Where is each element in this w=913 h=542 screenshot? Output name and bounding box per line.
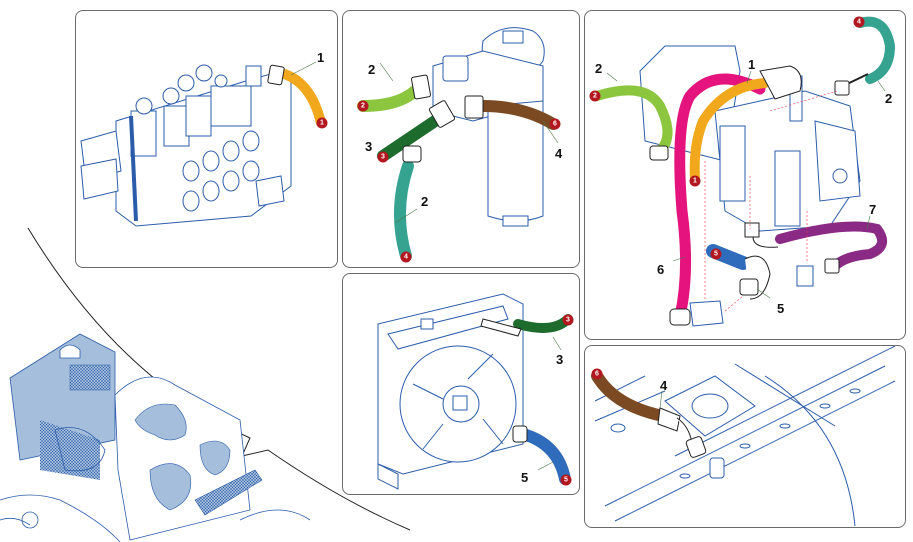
hose-end-badge: 1 bbox=[689, 175, 701, 187]
svg-text:3: 3 bbox=[566, 317, 570, 324]
hose-end-badge: 4 bbox=[400, 251, 412, 263]
hose-end-badge: 3 bbox=[377, 151, 389, 163]
callout-label: 4 bbox=[660, 378, 668, 393]
zoom-curve bbox=[27, 227, 411, 531]
svg-text:4: 4 bbox=[404, 254, 408, 261]
control-valve-illustration bbox=[80, 64, 292, 227]
svg-text:5: 5 bbox=[714, 251, 718, 258]
hose-4 bbox=[477, 100, 559, 130]
hose-end-badge: 3 bbox=[562, 314, 574, 326]
callout-label: 5 bbox=[521, 470, 528, 485]
hose-2-right bbox=[855, 16, 896, 84]
hose-3 bbox=[513, 314, 573, 333]
callout-label: 2 bbox=[595, 61, 602, 76]
hose-7 bbox=[775, 221, 888, 271]
panel-filter: 2 3 4 2 2 3 6 4 bbox=[342, 10, 580, 268]
svg-text:4: 4 bbox=[857, 19, 861, 26]
callout-label: 2 bbox=[368, 62, 375, 77]
callout-label: 2 bbox=[885, 91, 892, 106]
callout-label: 4 bbox=[555, 146, 563, 161]
hose-1 bbox=[689, 78, 770, 184]
hose-2-lower bbox=[394, 160, 414, 262]
panel-tank-port: 4 6 bbox=[584, 345, 906, 528]
hose-end-badge: 5 bbox=[560, 474, 572, 486]
svg-text:6: 6 bbox=[553, 121, 557, 128]
callout-label: 3 bbox=[365, 139, 372, 154]
hose-end-badge: 2 bbox=[357, 100, 369, 112]
hose-5 bbox=[517, 428, 571, 485]
hose-1 bbox=[276, 68, 326, 128]
callout-label: 7 bbox=[869, 202, 876, 217]
hose-end-badge: 6 bbox=[549, 118, 561, 130]
machine-illustration bbox=[0, 333, 311, 542]
hose-end-badge: 2 bbox=[589, 90, 601, 102]
callout-label: 3 bbox=[556, 352, 563, 367]
tank-port-illustration bbox=[594, 346, 896, 527]
filter-illustration bbox=[432, 27, 545, 227]
callout-label: 2 bbox=[421, 194, 428, 209]
hose-4 bbox=[591, 370, 669, 422]
callout-label: 1 bbox=[748, 57, 755, 72]
svg-text:2: 2 bbox=[361, 103, 365, 110]
callout-label: 1 bbox=[317, 50, 324, 65]
svg-text:1: 1 bbox=[693, 178, 697, 185]
callout-label: 6 bbox=[657, 262, 664, 277]
panel-oil-cooler: 3 5 3 5 bbox=[342, 273, 580, 495]
svg-text:1: 1 bbox=[320, 120, 324, 127]
svg-text:5: 5 bbox=[564, 477, 568, 484]
svg-text:6: 6 bbox=[595, 371, 599, 378]
oil-cooler-illustration bbox=[377, 293, 524, 490]
hose-end-badge: 6 bbox=[591, 368, 603, 380]
svg-text:2: 2 bbox=[593, 93, 597, 100]
hose-6 bbox=[674, 73, 766, 322]
svg-text:3: 3 bbox=[381, 154, 385, 161]
hose-end-badge: 4 bbox=[853, 16, 865, 28]
hose-end-badge: 5 bbox=[710, 248, 722, 260]
hose-2-upper bbox=[357, 85, 421, 112]
panel-control-valve: 1 1 bbox=[75, 10, 338, 268]
panel-valve-assembly: 2 1 2 7 6 5 4 2 1 5 bbox=[584, 10, 906, 340]
hose-2-left bbox=[592, 85, 673, 156]
hose-end-badge: 1 bbox=[316, 117, 328, 129]
hose-3 bbox=[377, 113, 444, 162]
callout-label: 5 bbox=[777, 301, 784, 316]
